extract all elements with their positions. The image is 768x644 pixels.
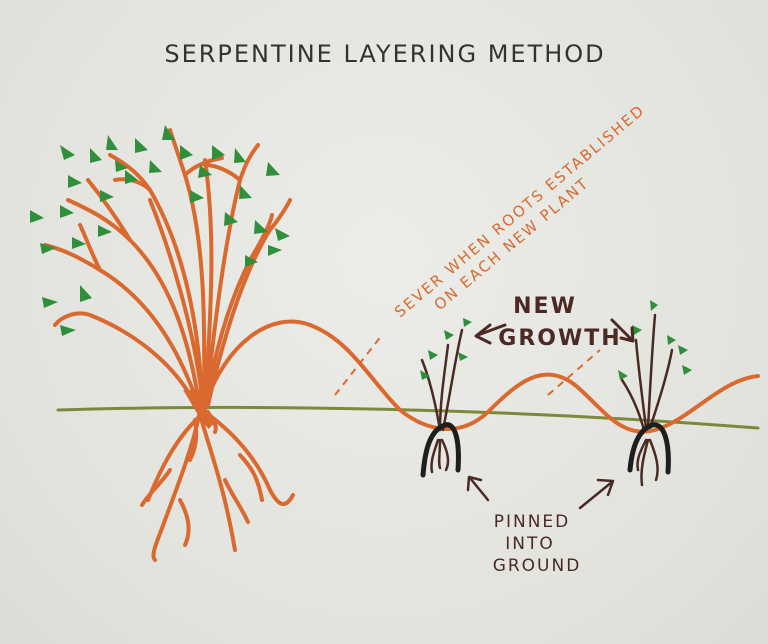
parent-plant-stems (43, 128, 292, 412)
sever-annotation-line1: SEVER WHEN ROOTS ESTABLISHED (391, 101, 649, 321)
pinned-label-line2: INTO (505, 534, 555, 554)
new-plant-1 (420, 318, 472, 478)
sever-guide-lines (334, 334, 601, 396)
pinned-arrows (466, 475, 615, 510)
parent-plant-roots (140, 408, 295, 562)
new-plant-2 (618, 300, 692, 487)
pinned-label-line3: GROUND (493, 556, 582, 576)
pinned-label: PINNED INTO GROUND (493, 512, 582, 576)
ground-pin-2 (627, 422, 671, 475)
new-growth-label-line2: GROWTH (498, 326, 621, 351)
serpentine-stem (203, 319, 760, 434)
diagram-title: SERPENTINE LAYERING METHOD (164, 40, 605, 68)
sever-annotation-line2: ON EACH NEW PLANT (431, 174, 593, 314)
pinned-label-line1: PINNED (494, 512, 571, 532)
ground-pin-1 (420, 422, 461, 478)
new-growth-arrows (474, 318, 635, 345)
parent-plant-leaves (30, 125, 290, 336)
new-growth-label-line1: NEW (513, 294, 577, 319)
new-growth-label: NEW GROWTH (498, 294, 621, 351)
